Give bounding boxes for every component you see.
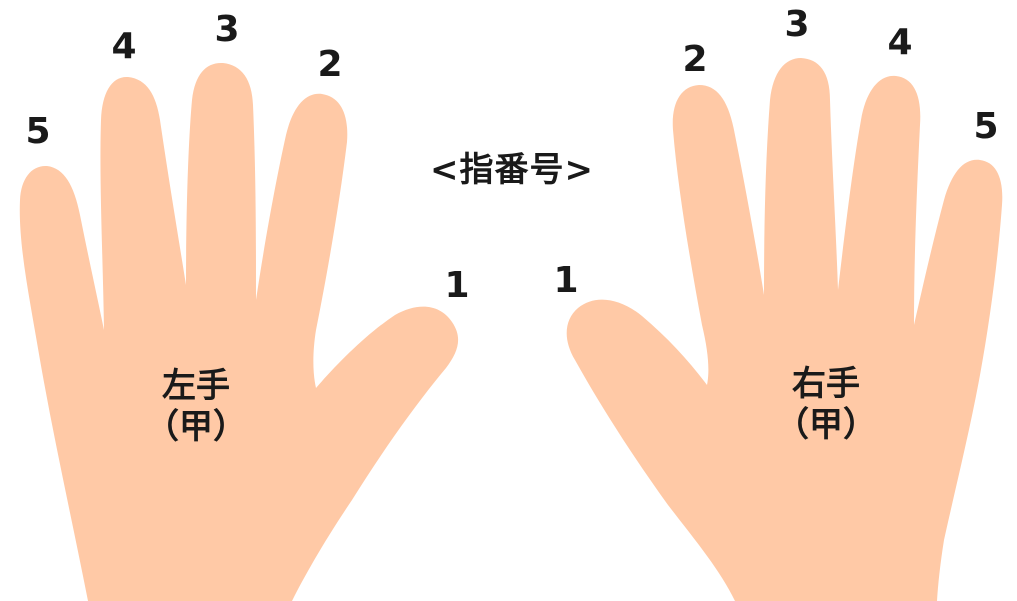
left-hand-label-line1: 左手 [162,366,230,406]
right-pinky-number: 5 [973,106,999,147]
left-hand-shape [19,62,459,601]
right-ring-number: 4 [887,22,913,63]
diagram-title: <指番号> [430,150,594,190]
right-middle-number: 3 [784,4,810,45]
left-index-number: 2 [317,44,343,85]
left-hand-label-line2: （甲） [145,406,247,447]
left-hand-label: 左手 （甲） [145,366,247,448]
left-middle-number: 3 [214,9,240,50]
left-hand [19,62,459,601]
left-thumb-number: 1 [444,265,470,306]
right-thumb-number: 1 [553,260,579,301]
right-hand-label-line1: 右手 [792,364,860,404]
right-index-number: 2 [682,39,708,80]
left-pinky-number: 5 [25,111,51,152]
right-hand [566,58,1003,601]
right-hand-shape [566,58,1003,601]
left-ring-number: 4 [111,26,137,67]
right-hand-label: 右手 （甲） [775,364,877,446]
right-hand-label-line2: （甲） [775,404,877,445]
